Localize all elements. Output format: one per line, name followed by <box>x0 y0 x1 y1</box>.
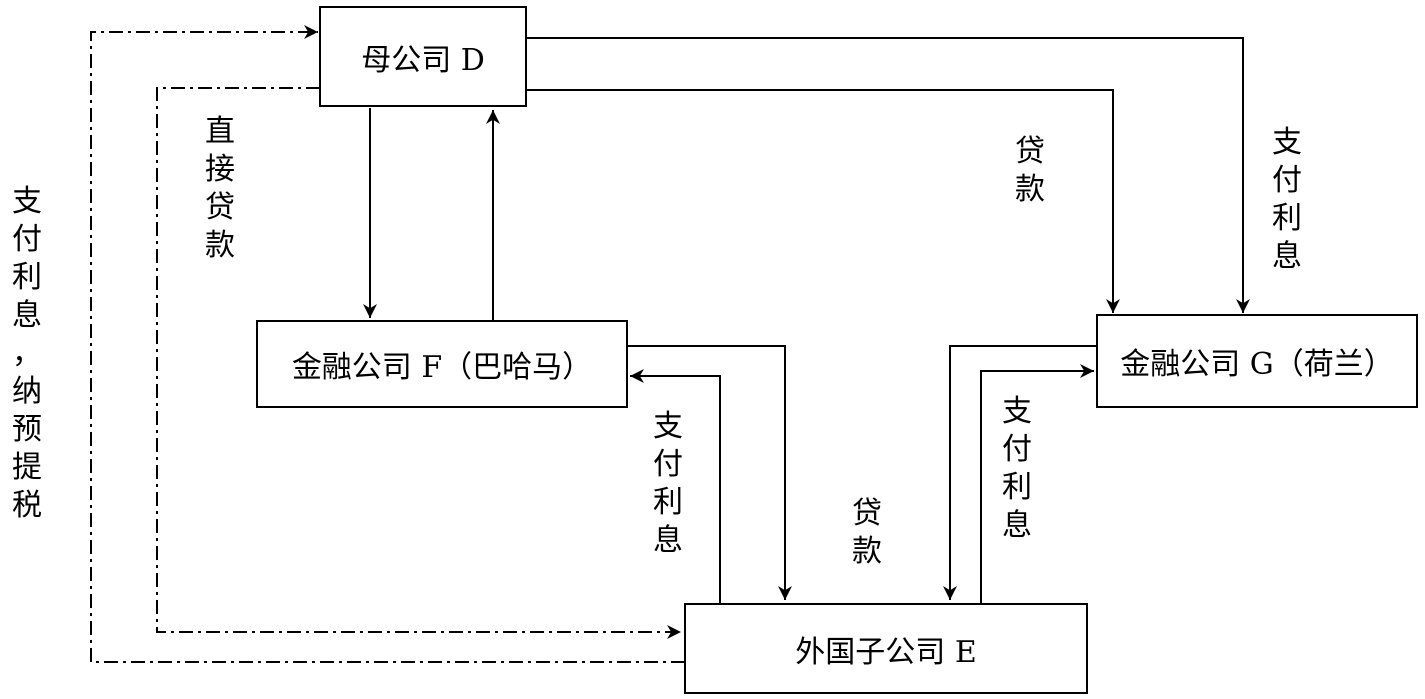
arrow-d-to-g-pay-interest <box>527 37 1250 313</box>
node-finance-f: 金融公司 F（巴哈马） <box>256 320 628 408</box>
arrow-e-to-f-pay-interest <box>630 369 721 603</box>
arrow-e-to-g-pay-interest <box>980 364 1094 603</box>
label-loan-f-to-e: 贷 款 <box>852 496 882 569</box>
label-pay-interest-g-to-d: 支 付 利 息 <box>1272 125 1302 274</box>
label-pay-interest-e-to-f: 支 付 利 息 <box>653 409 683 558</box>
dashdot-arrow-e-to-d <box>90 25 685 663</box>
arrow-d-to-g-loan <box>527 89 1120 313</box>
label-left-dashdot: 支 付 利 息 ， 纳 预 提 税 <box>12 184 42 523</box>
dashdot-arrow-d-to-e <box>156 87 681 639</box>
node-parent-d: 母公司 D <box>319 6 527 107</box>
node-subsidiary-e: 外国子公司 E <box>684 603 1088 694</box>
label-direct-loan: 直 接 贷 款 <box>205 114 235 263</box>
label-pay-interest-e-to-g: 支 付 利 息 <box>1002 394 1032 543</box>
arrow-f-to-e-loan <box>628 345 792 600</box>
node-finance-g: 金融公司 G（荷兰） <box>1096 314 1418 408</box>
arrow-g-to-e-loan <box>943 345 1096 600</box>
label-loan-d-to-g: 贷 款 <box>1015 134 1045 207</box>
